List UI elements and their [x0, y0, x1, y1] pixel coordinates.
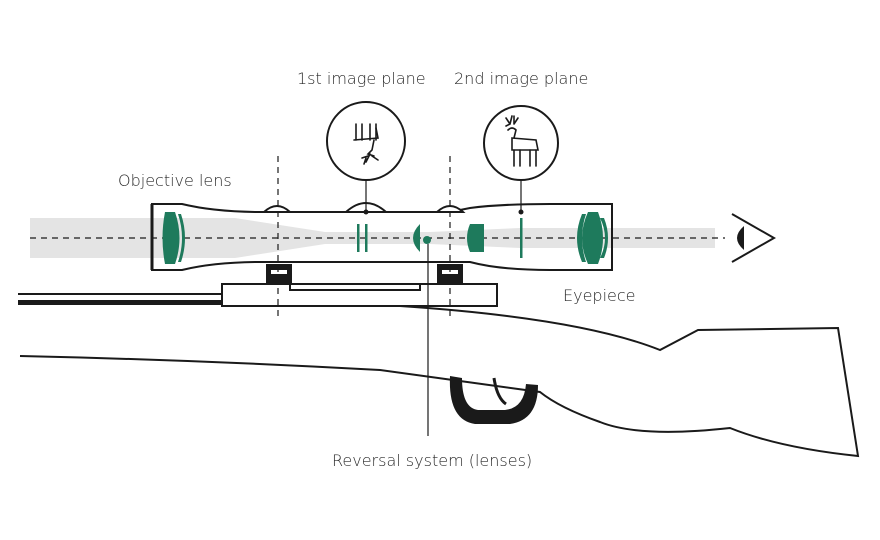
second-image-plane-reticle	[520, 218, 523, 258]
trigger	[492, 377, 507, 406]
scope-mounts	[266, 264, 463, 284]
reversal-lenses	[413, 224, 484, 252]
eyepiece-lens-group	[577, 212, 608, 264]
label-objective-lens: Objective lens	[118, 171, 232, 190]
first-plane-callout	[326, 101, 406, 215]
mount-guides	[277, 156, 451, 318]
upright-deer-icon	[505, 115, 539, 167]
first-image-plane-reticle	[357, 224, 368, 252]
rifle-barrel	[18, 293, 222, 305]
turrets	[261, 202, 466, 213]
rifle-receiver	[221, 283, 498, 307]
rifle-stock	[19, 305, 860, 458]
label-eyepiece: Eyepiece	[563, 286, 636, 305]
inverted-deer-icon	[353, 123, 379, 165]
scope-body	[151, 203, 613, 271]
label-first-image-plane: 1st image plane	[297, 69, 426, 88]
trigger-guard	[449, 376, 538, 424]
objective-lens-group	[162, 212, 185, 264]
label-reversal-system: Reversal system (lenses)	[332, 451, 532, 470]
second-plane-callout	[483, 105, 559, 215]
label-second-image-plane: 2nd image plane	[454, 69, 588, 88]
eye-icon	[731, 213, 777, 263]
receiver-step	[289, 284, 421, 291]
